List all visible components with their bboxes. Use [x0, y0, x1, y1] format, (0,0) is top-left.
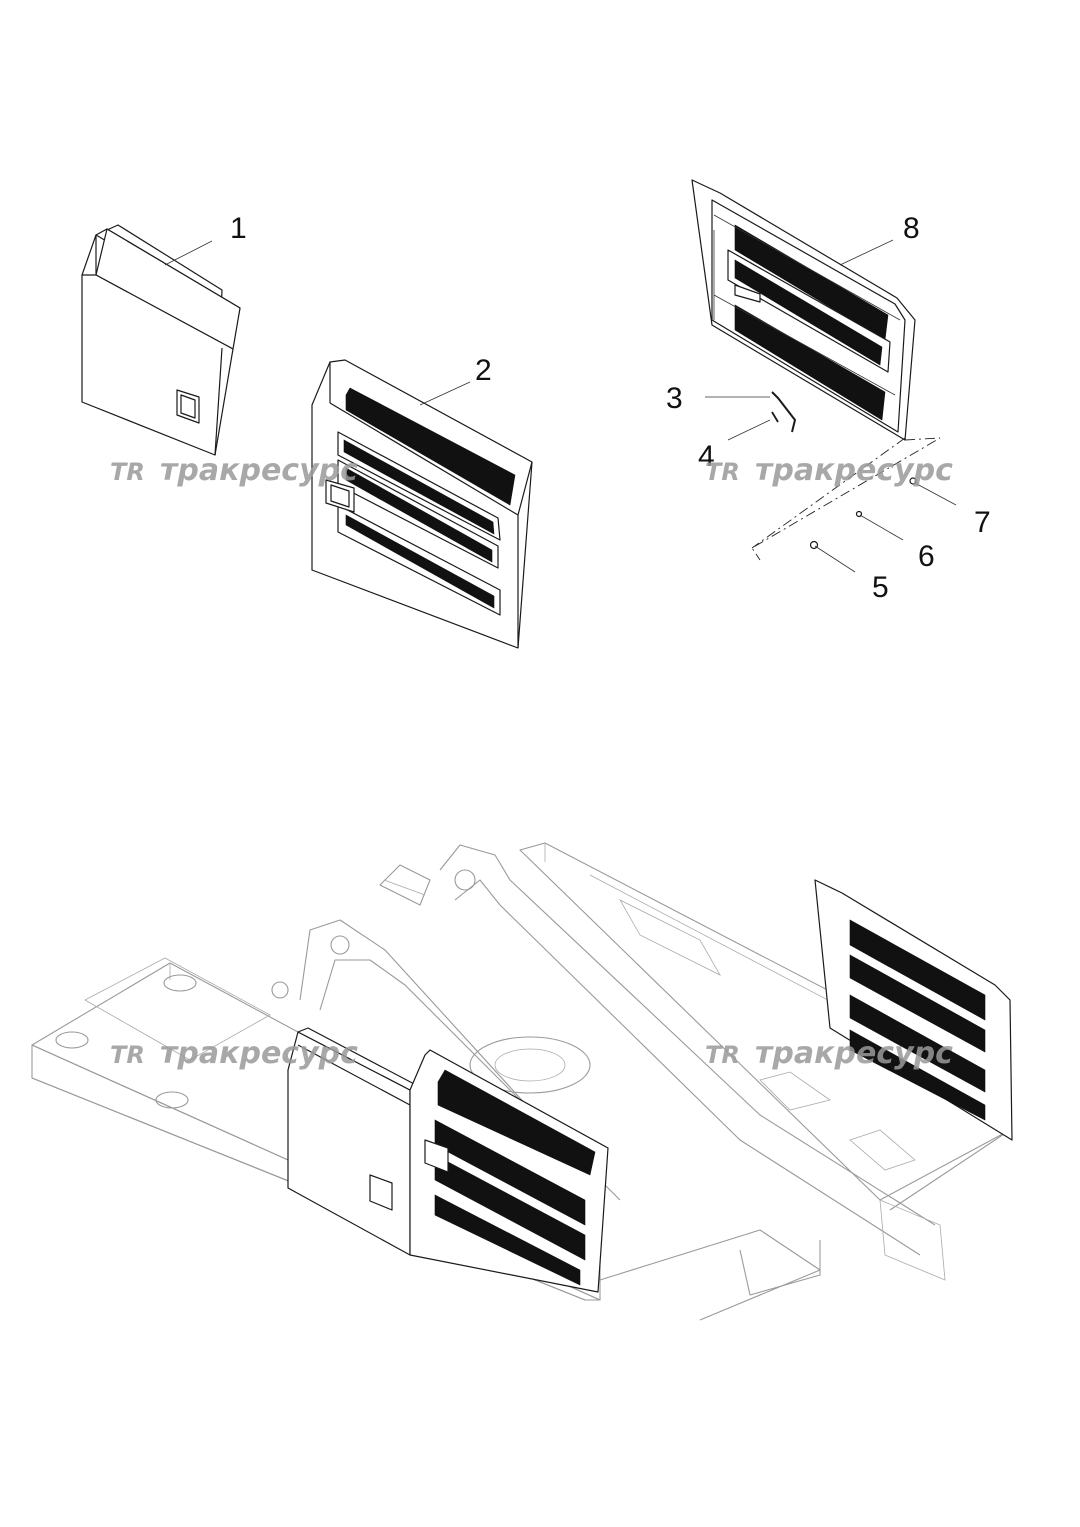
callout-3: 3	[666, 382, 683, 415]
callout-6: 6	[918, 540, 935, 573]
callout-1: 1	[230, 212, 247, 245]
watermark-bottom-right: TR тракресурс	[705, 1036, 953, 1071]
watermark-text: тракресурс	[755, 453, 953, 488]
callout-8: 8	[903, 212, 920, 245]
watermark-text: тракресурс	[160, 1036, 358, 1071]
watermark-top-right: TR тракресурс	[705, 453, 953, 488]
hardware-parts	[751, 391, 941, 561]
watermark-logo: TR	[705, 458, 740, 486]
part-2-grille-door	[311, 359, 533, 649]
callout-leaders	[164, 239, 957, 573]
watermark-logo: TR	[110, 458, 145, 486]
watermark-text: тракресурс	[160, 453, 358, 488]
fastener-7	[909, 477, 917, 485]
part-1-side-door	[81, 224, 241, 456]
part-8-door-inner-view	[691, 179, 916, 441]
watermark-logo: TR	[110, 1041, 145, 1069]
installed-doors	[287, 879, 1013, 1293]
watermark-logo: TR	[705, 1041, 740, 1069]
fastener-5	[809, 540, 819, 550]
callout-2: 2	[475, 354, 492, 387]
watermark-text: тракресурс	[755, 1036, 953, 1071]
callout-7: 7	[974, 506, 991, 539]
callout-labels: 1 2 3 4 5 6 7 8	[230, 212, 991, 604]
watermark-bottom-left: TR тракресурс	[110, 1036, 358, 1071]
callout-4: 4	[698, 440, 715, 473]
callout-5: 5	[872, 571, 889, 604]
watermark-top-left: TR тракресурс	[110, 453, 358, 488]
